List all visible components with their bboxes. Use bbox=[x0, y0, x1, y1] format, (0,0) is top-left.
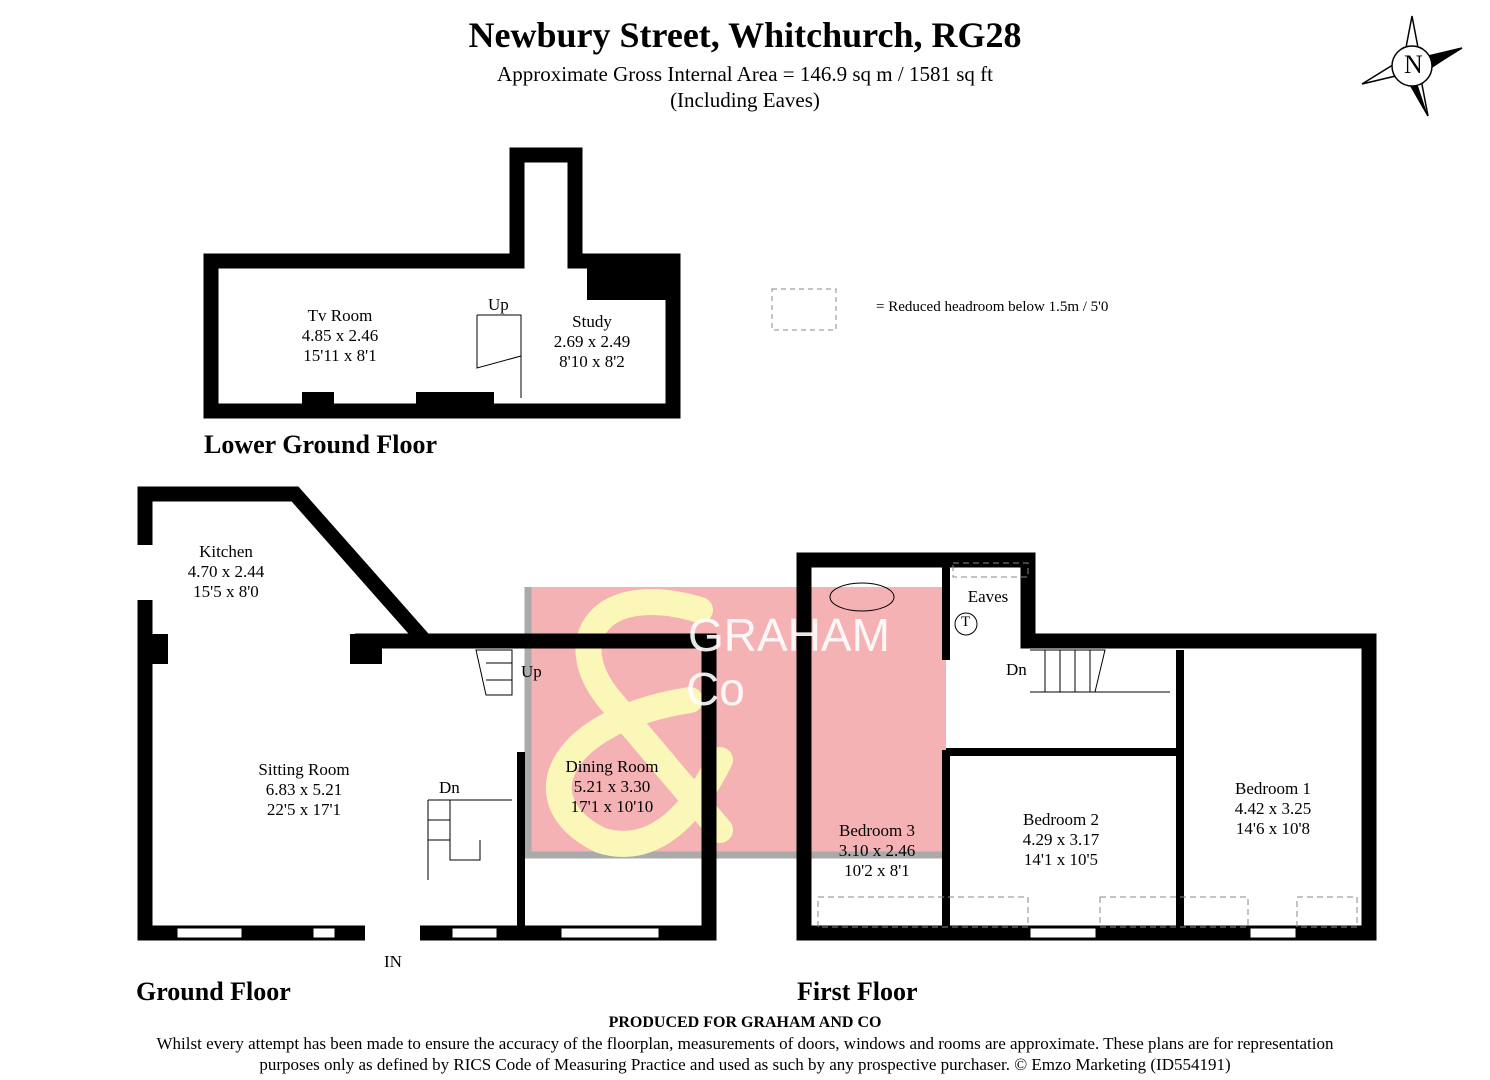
legend-swatch bbox=[771, 288, 837, 331]
first-floor-walls bbox=[796, 552, 1377, 941]
eaves-note: (Including Eaves) bbox=[670, 88, 820, 112]
watermark-text-1: GRAHAM bbox=[688, 609, 890, 661]
tank-label: T bbox=[961, 614, 971, 630]
disclaimer-line-2: purposes only as defined by RICS Code of… bbox=[259, 1055, 1231, 1074]
ground-stairs-down-label: Dn bbox=[439, 778, 460, 797]
north-compass-icon bbox=[1361, 15, 1463, 117]
watermark-text-2: Co bbox=[686, 663, 745, 715]
plan-title: Newbury Street, Whitchurch, RG28 bbox=[468, 15, 1022, 55]
entrance-label: IN bbox=[384, 952, 402, 971]
produced-for: PRODUCED FOR GRAHAM AND CO bbox=[608, 1014, 882, 1031]
gross-area: Approximate Gross Internal Area = 146.9 … bbox=[497, 62, 993, 86]
ground-stairs-up-label: Up bbox=[521, 662, 542, 681]
lower-ground-walls bbox=[203, 147, 681, 419]
lower-ground-floor-label: Lower Ground Floor bbox=[204, 430, 438, 459]
room-eaves: Eaves bbox=[967, 587, 1009, 606]
first-floor-label: First Floor bbox=[797, 977, 918, 1006]
stairs-up-label: Up bbox=[488, 295, 509, 314]
water-tank-icon bbox=[954, 612, 978, 636]
disclaimer-line-1: Whilst every attempt has been made to en… bbox=[156, 1034, 1334, 1053]
ground-floor-label: Ground Floor bbox=[136, 977, 291, 1006]
watermark bbox=[524, 587, 946, 859]
legend-text: = Reduced headroom below 1.5m / 5'0 bbox=[876, 299, 1109, 315]
compass-label: N bbox=[1404, 50, 1423, 79]
first-stairs-down-label: Dn bbox=[1006, 660, 1027, 679]
